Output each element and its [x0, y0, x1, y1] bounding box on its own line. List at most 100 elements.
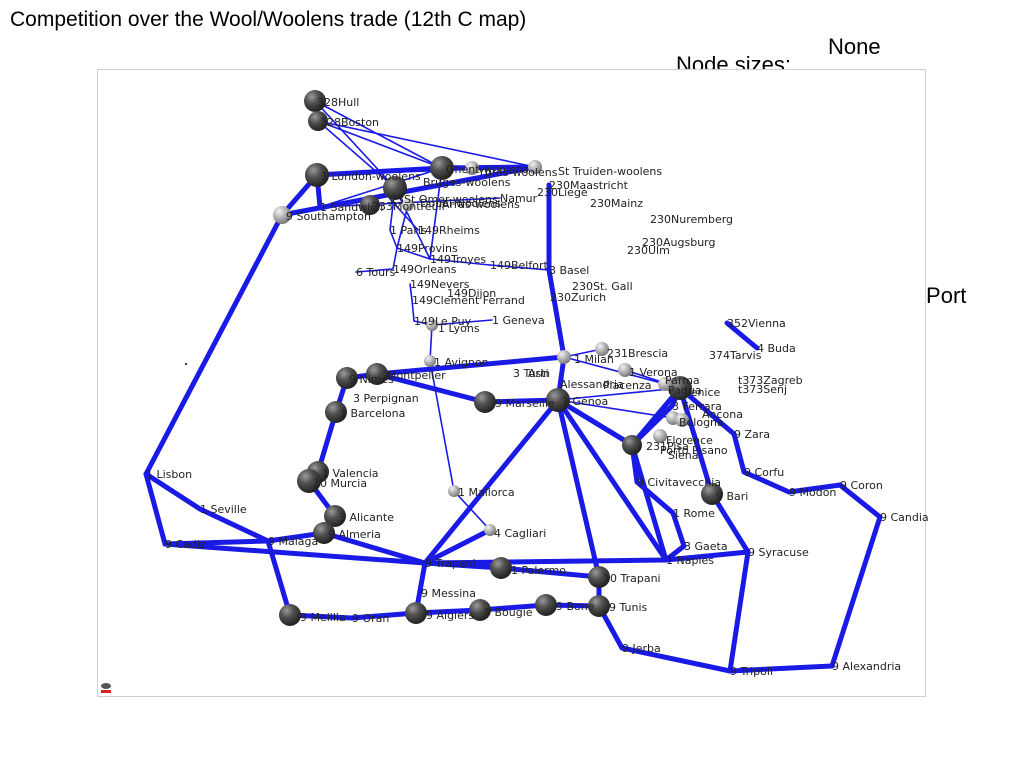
node-southampton[interactable] — [273, 206, 291, 224]
node-palermo[interactable] — [490, 557, 512, 579]
label-paris: 1 Paris — [390, 224, 427, 237]
label-corfu: 9 Corfu — [744, 466, 784, 479]
route-orleans-tours — [355, 268, 394, 273]
route-mallorca-cagliari — [453, 490, 491, 531]
node-montreuil[interactable] — [360, 195, 380, 215]
route-boston-st_truiden — [317, 120, 536, 168]
label-buda: 4 Buda — [757, 342, 796, 355]
node-ghent[interactable] — [430, 156, 454, 180]
node-avignon[interactable] — [424, 355, 436, 367]
node-barcelona[interactable] — [325, 401, 347, 423]
label-verona: 1 Verona — [629, 366, 678, 379]
node-cagliari[interactable] — [484, 524, 496, 536]
node-ypres[interactable] — [465, 161, 479, 175]
route-genoa-naples — [555, 397, 669, 563]
route-trapani_s-cagliari — [422, 527, 493, 566]
node-mallorca[interactable] — [448, 485, 460, 497]
pajek-logo-icon — [101, 683, 111, 693]
node-melilla[interactable] — [279, 604, 301, 626]
route-st_truiden-ghent — [439, 164, 538, 171]
node-montpelier[interactable] — [366, 363, 388, 385]
label-jerba: 9 Jerba — [622, 642, 661, 655]
node-st_truiden[interactable] — [528, 160, 542, 174]
route-avignon-mallorca — [429, 360, 455, 492]
label-almeria: 9 Almeria — [328, 528, 381, 541]
node-douai[interactable] — [402, 199, 414, 211]
label-namur: Namur — [500, 192, 538, 205]
node-ancona[interactable] — [675, 413, 689, 427]
label-boston: 328Boston — [320, 116, 379, 129]
route-southampton-lisbon — [143, 212, 285, 477]
node-alicante[interactable] — [324, 505, 346, 527]
label-piacenza: Piacenza — [603, 379, 652, 392]
label-cadiz: 9 Cadiz — [165, 538, 206, 551]
route-marseille-montpelier — [374, 371, 488, 405]
node-milan[interactable] — [557, 350, 571, 364]
node-boston[interactable] — [308, 111, 328, 131]
route-vienna-buda — [724, 320, 760, 351]
label-senj: t373Senj — [738, 383, 787, 396]
route-boston-ghent — [317, 120, 443, 169]
route-trapani_s-almeria — [321, 530, 428, 566]
label-geneva: 1 Geneva — [492, 314, 545, 327]
route-bruges-troyes — [394, 187, 431, 260]
label-sandwich: 1 Sandwich — [320, 201, 383, 214]
route-candia-coron — [837, 482, 883, 520]
label-cagliari: 4 Cagliari — [494, 527, 546, 540]
node-marseille[interactable] — [474, 391, 496, 413]
node-hull[interactable] — [304, 90, 326, 112]
route-clermont-le_puy — [411, 299, 415, 322]
route-genoa-bologna — [557, 399, 674, 419]
route-genoa-trapani — [555, 397, 602, 580]
label-brescia: 231Brescia — [607, 347, 668, 360]
label-montreuil: 233Montreuil — [372, 200, 445, 213]
label-parma: Parma — [665, 374, 700, 387]
node-almeria[interactable] — [313, 522, 335, 544]
node-genoa[interactable] — [546, 388, 570, 412]
route-provins-orleans — [392, 247, 398, 270]
node-lyons[interactable] — [426, 319, 438, 331]
label-trapani: 10 Trapani — [603, 572, 661, 585]
legend-item-none: None — [828, 34, 881, 59]
node-parma[interactable] — [658, 377, 672, 391]
node-brescia[interactable] — [595, 342, 609, 356]
label-orleans: 149Orleans — [393, 263, 457, 276]
node-murcia[interactable] — [297, 469, 321, 493]
node-florence[interactable] — [653, 429, 667, 443]
route-syracuse-naples — [663, 549, 751, 563]
label-algiers: 9 Algiers — [426, 609, 474, 622]
node-bougie[interactable] — [469, 599, 491, 621]
label-st_omer: 23St Omer-woolens — [390, 193, 498, 206]
node-bari[interactable] — [701, 483, 723, 505]
node-bruges[interactable] — [383, 176, 407, 200]
page-title: Competition over the Wool/Woolens trade … — [10, 8, 527, 31]
node-trapani[interactable] — [588, 566, 610, 588]
route-jerba-tripoli — [619, 645, 733, 674]
node-pisa[interactable] — [622, 435, 642, 455]
node-algiers[interactable] — [405, 602, 427, 624]
label-vienna: 352Vienna — [727, 317, 786, 330]
node-tunis[interactable] — [588, 595, 610, 617]
label-london: 1 London-woolens — [321, 170, 421, 183]
route-douai-provins — [396, 204, 409, 249]
label-naples: 1 Naples — [666, 554, 714, 567]
node-bone[interactable] — [535, 594, 557, 616]
label-montpelier: Montpelier — [387, 369, 446, 382]
label-rome: 1 Rome — [673, 507, 715, 520]
route-coron-modon — [786, 482, 843, 495]
label-le_puy: 149Le Puy — [414, 315, 472, 328]
route-genoa-trapani_s — [422, 397, 561, 566]
label-nimes: 9 Nimes — [349, 373, 394, 386]
node-nimes[interactable] — [336, 367, 358, 389]
label-messina: 9 Messina — [421, 587, 476, 600]
node-london[interactable] — [305, 163, 329, 187]
label-augsburg: 230Augsburg — [642, 236, 715, 249]
label-malaga: 9 Malaga — [268, 535, 318, 548]
label-southampton: 9 Southampton — [286, 210, 371, 223]
node-venice[interactable] — [668, 376, 692, 400]
route-genoa-marseille — [482, 397, 561, 405]
label-ferrara: 3 Ferrara — [672, 400, 722, 413]
route-gaeta-rome — [670, 510, 687, 549]
node-verona[interactable] — [618, 363, 632, 377]
